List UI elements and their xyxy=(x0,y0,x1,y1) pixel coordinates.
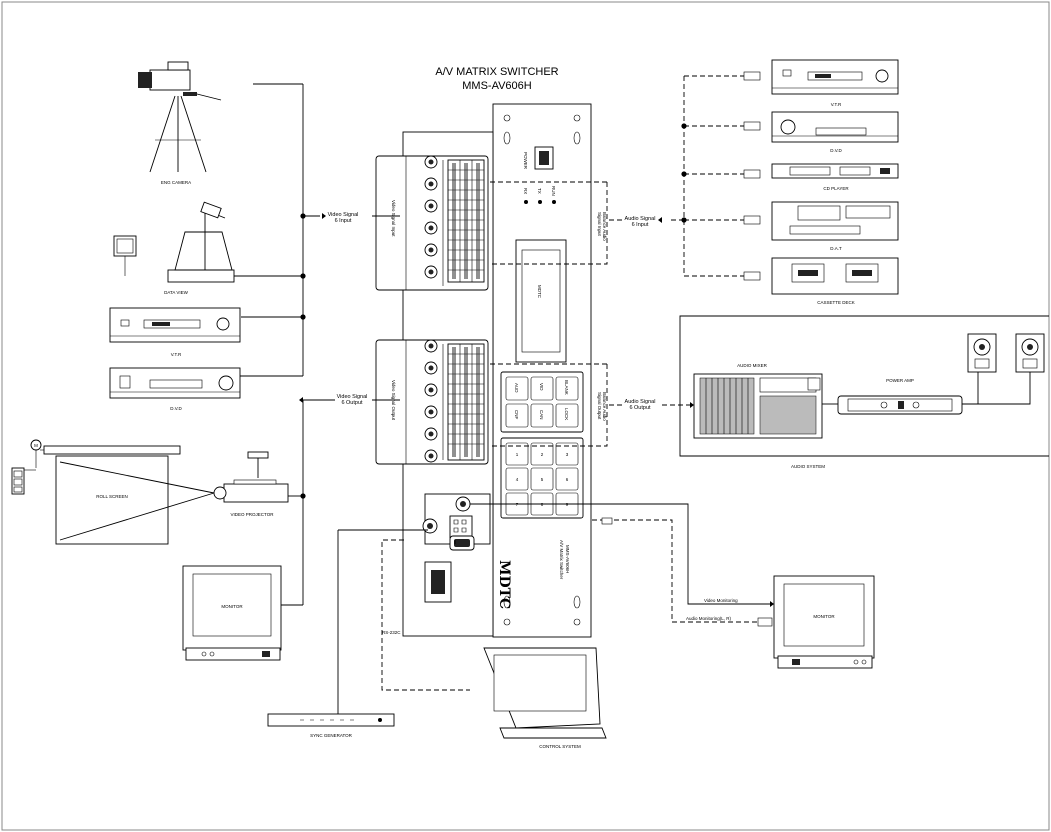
rs232c-line xyxy=(381,539,470,691)
switcher-title: A/V MATRIX SWITCHER xyxy=(435,66,558,78)
dat xyxy=(771,201,899,241)
control-system xyxy=(483,647,607,739)
audio-system-frame xyxy=(679,315,1049,457)
number-buttons: 1 2 3 4 5 6 7 8 9 xyxy=(505,442,579,516)
matrix-switcher-front: POWER RX TX RUN MDTC AUD VID BLANK CNF C… xyxy=(492,103,592,638)
monitor-left-label: MONITOR xyxy=(221,604,243,609)
audio-input-bus xyxy=(490,75,744,277)
monitor-right-label: MONITOR xyxy=(813,614,835,619)
control-system-label: CONTROL SYSTEM xyxy=(539,744,581,749)
dvd-right xyxy=(771,111,899,143)
btn-2: 2 xyxy=(541,452,544,457)
balance-audio-input: Balance AudioSignal Input xyxy=(597,212,607,241)
power-amp xyxy=(822,395,978,415)
btn-1: 1 xyxy=(516,452,519,457)
video-monitoring-label: Video Monitoring xyxy=(704,598,738,603)
switcher-side-model: MMS-AV606H xyxy=(565,545,570,573)
audio-mixer-label: AUDIO MIXER xyxy=(737,363,768,368)
matrix-switcher-rear: Video Signal Input Video Signal Output xyxy=(375,131,494,637)
dvd-left-label: D.V.D xyxy=(170,406,182,411)
btn-can: CAN xyxy=(539,410,544,420)
btn-4: 4 xyxy=(516,477,519,482)
btn-5: 5 xyxy=(541,477,544,482)
monitoring-lines xyxy=(470,503,774,627)
sync-generator xyxy=(267,529,428,727)
rs232c-label: RS-232C xyxy=(382,630,401,635)
brand-logo: MDTC xyxy=(496,560,512,609)
led-label-rx: RX xyxy=(523,188,528,194)
dvd-right-label: D.V.D xyxy=(830,148,842,153)
bnc-outputs xyxy=(424,339,438,463)
video-projector-label: VIDEO PROJECTOR xyxy=(231,512,275,517)
cd-player xyxy=(771,163,899,179)
roll-screen-label: ROLL SCREEN xyxy=(96,494,128,499)
led-label-tx: TX xyxy=(537,188,542,194)
audio-system-label: AUDIO SYSTEM xyxy=(791,464,825,469)
video-output-bus xyxy=(280,397,400,606)
jack-plugs xyxy=(743,71,761,281)
vtr-left xyxy=(109,307,241,343)
btn-blank: BLANK xyxy=(564,380,569,395)
sync-generator-label: SYNC GENERATOR xyxy=(310,733,353,738)
dat-label: D.A.T xyxy=(830,246,842,251)
btn-6: 6 xyxy=(566,477,569,482)
switcher-side-text: A/V Matrix Switcher xyxy=(559,540,564,580)
data-view xyxy=(113,201,235,283)
vtr-left-label: V.T.R xyxy=(171,352,182,357)
btn-9: 9 xyxy=(566,502,569,507)
terminal-block-out xyxy=(447,343,485,461)
audio-monitoring-label: Audio Monitoring(L, R) xyxy=(686,616,732,621)
cd-player-label: CD PLAYER xyxy=(823,186,849,191)
eng-camera-label: ENG CAMERA xyxy=(161,180,191,185)
eng-camera xyxy=(138,61,222,173)
switcher-model: MMS-AV606H xyxy=(462,80,532,92)
btn-vid: VID xyxy=(539,383,544,391)
speaker-left xyxy=(967,333,997,404)
cassette-deck-label: CASSETTE DECK xyxy=(817,300,855,305)
top-buttons: AUD VID BLANK CNF CAN LOCK xyxy=(505,376,579,428)
btn-cnf: CNF xyxy=(514,410,519,419)
power-label: POWER xyxy=(523,152,528,170)
btn-3: 3 xyxy=(566,452,569,457)
speaker-right xyxy=(962,333,1045,405)
audio-output-bus xyxy=(490,363,694,447)
btn-7: 7 xyxy=(516,502,519,507)
terminal-block-in xyxy=(447,159,485,283)
bnc-inputs xyxy=(424,155,438,279)
vtr-right-label: V.T.R xyxy=(831,102,842,107)
led-label-run: RUN xyxy=(551,186,556,196)
dvd-left xyxy=(109,367,241,399)
monitor-right xyxy=(773,575,875,669)
btn-aud: AUD xyxy=(514,383,519,393)
video-projector xyxy=(59,451,289,541)
balance-audio-output: Balance AudioSignal Output xyxy=(597,392,607,421)
audio-mixer xyxy=(693,373,823,439)
monitor-left xyxy=(182,565,282,661)
data-view-label: DATA VIEW xyxy=(164,290,189,295)
cassette-deck xyxy=(771,257,899,295)
svg-text:MDTC: MDTC xyxy=(537,285,542,299)
vtr-right xyxy=(771,59,899,95)
power-amp-label: POWER AMP xyxy=(886,378,914,383)
video-signal-input-vertical: Video Signal Input xyxy=(391,200,396,237)
video-input-bus xyxy=(212,83,400,377)
btn-8: 8 xyxy=(541,502,544,507)
motor-label: M xyxy=(34,443,38,448)
roll-screen xyxy=(11,439,181,545)
btn-lock: LOCK xyxy=(564,408,569,420)
